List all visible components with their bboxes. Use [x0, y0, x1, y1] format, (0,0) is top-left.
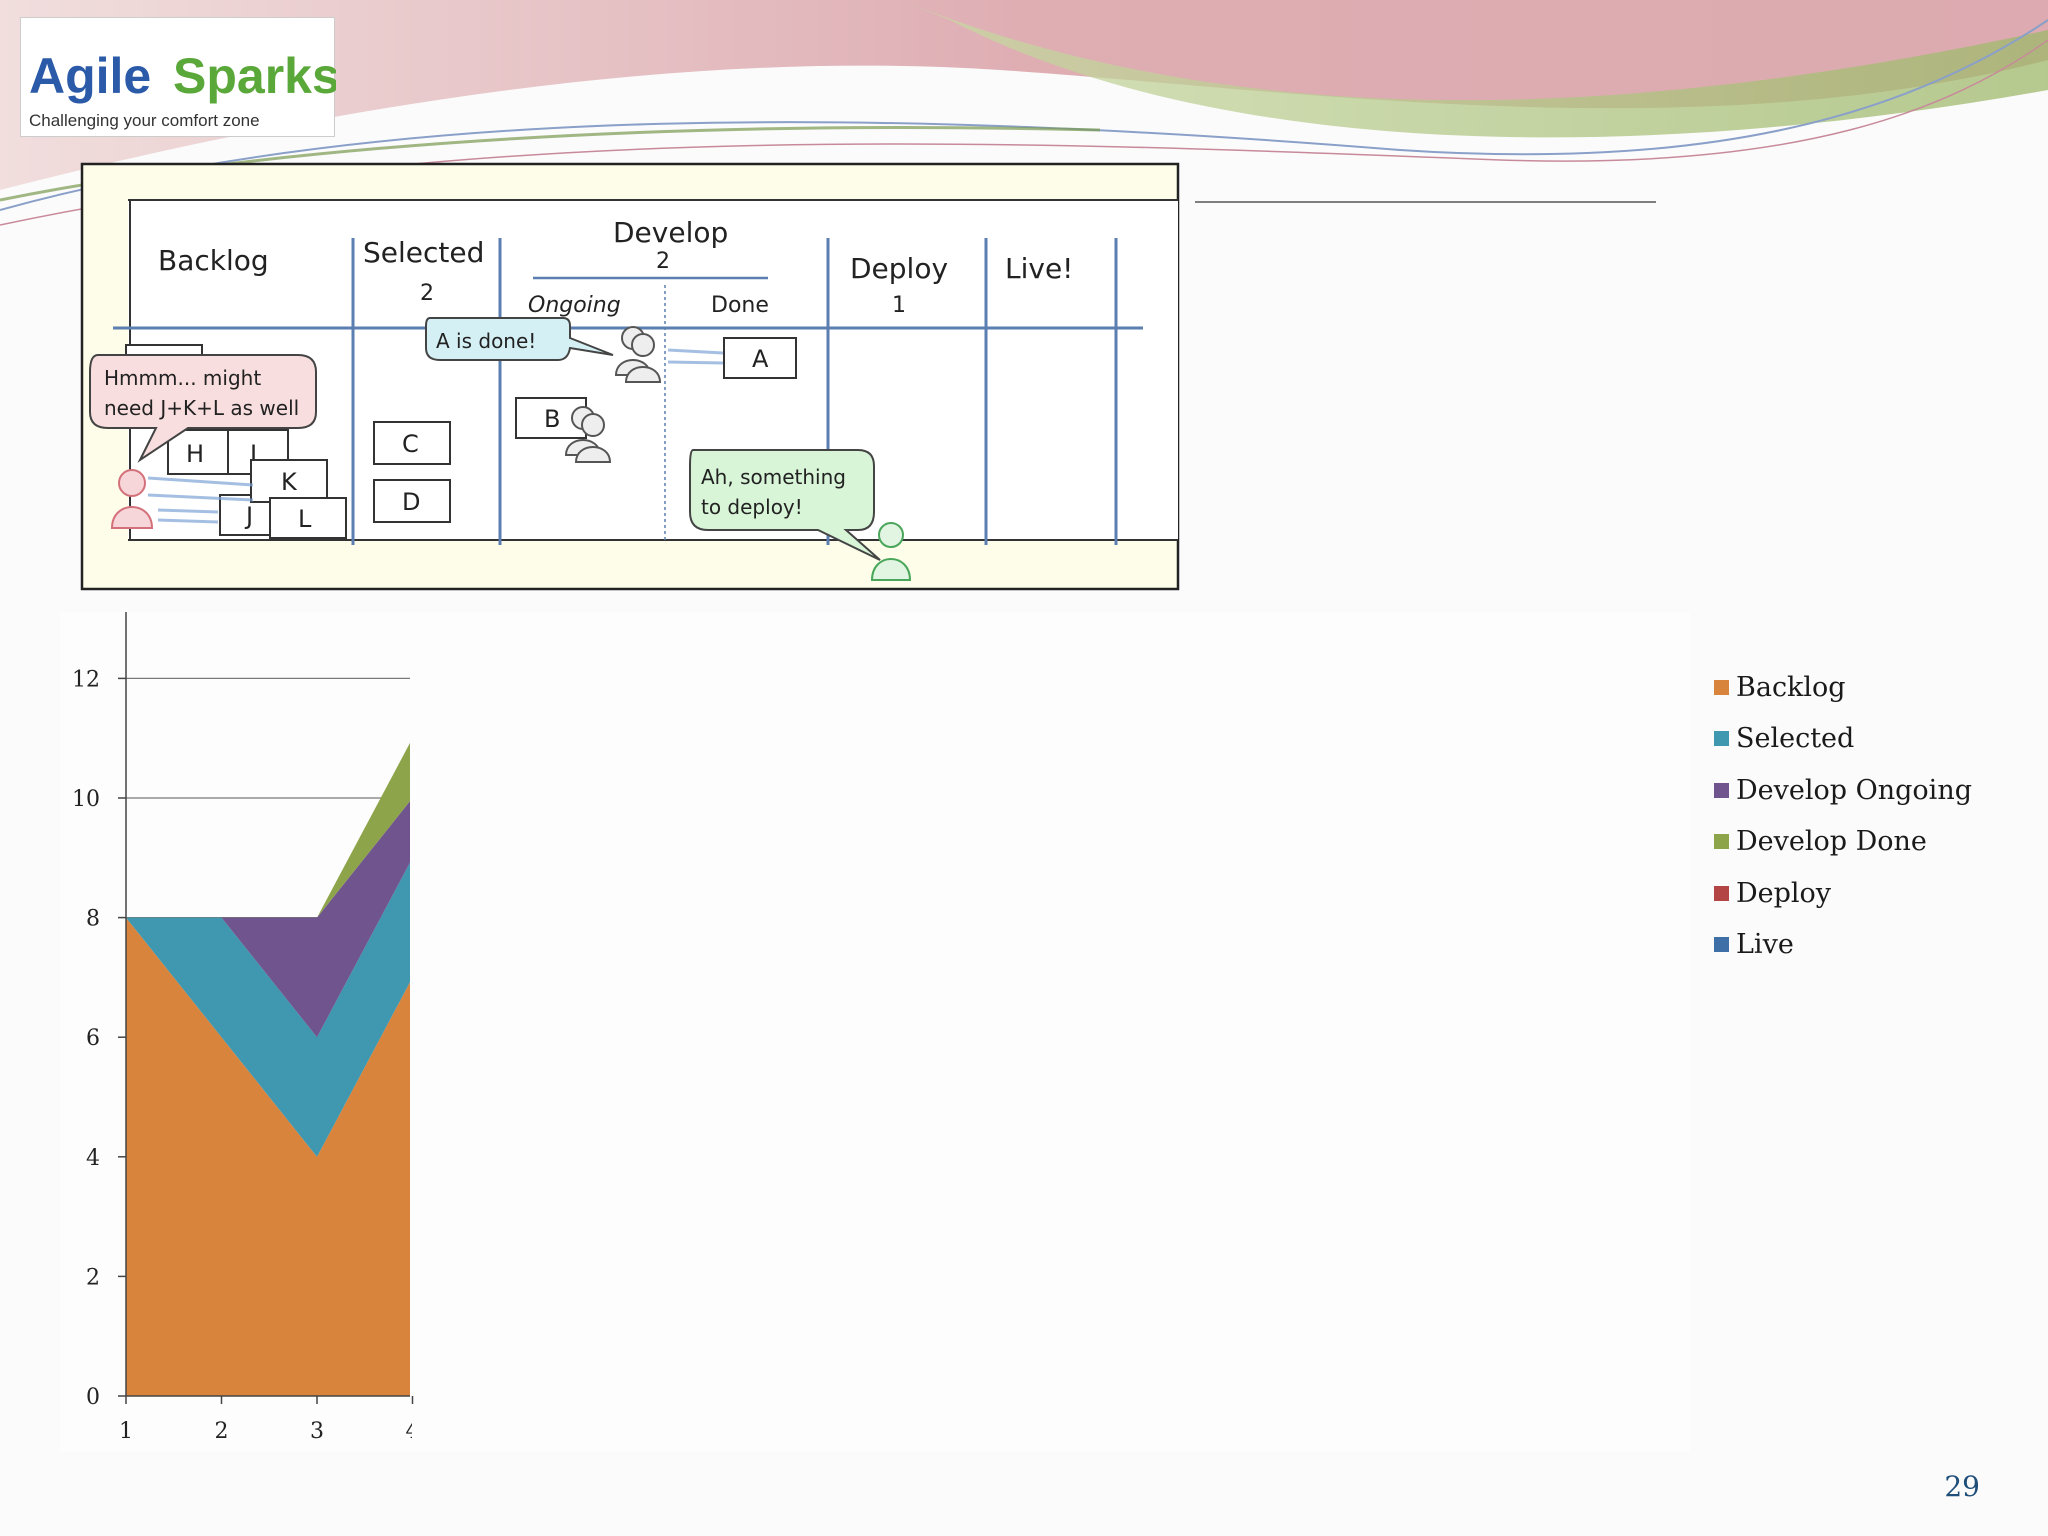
card-k-label: K [281, 468, 298, 496]
card-h-label: H [186, 440, 204, 468]
card-a-label: A [752, 345, 769, 373]
subcolumn-done-header: Done [711, 293, 769, 318]
legend-item-backlog: Backlog [1714, 672, 1846, 702]
x-tick-label-1: 1 [119, 1419, 133, 1444]
y-tick-label-4: 4 [86, 1146, 100, 1171]
logo-brand-sparks: Sparks [173, 48, 336, 104]
legend-label: Backlog [1736, 672, 1846, 703]
bubble-a-done-text: A is done! [436, 329, 536, 353]
card-l-label: L [298, 505, 312, 533]
legend-item-selected: Selected [1714, 723, 1854, 753]
y-tick-label-10: 10 [72, 787, 100, 812]
card-d-label: D [402, 488, 420, 516]
column-selected-header: Selected [363, 236, 484, 269]
legend-swatch [1714, 783, 1729, 798]
card-b-label: B [544, 405, 560, 433]
legend-swatch [1714, 680, 1729, 695]
bubble-hmmm-line1: Hmmm... might [104, 366, 261, 390]
legend-swatch [1714, 731, 1729, 746]
column-develop-limit: 2 [656, 249, 670, 274]
legend-item-develop-ongoing: Develop Ongoing [1714, 775, 1972, 805]
agile-sparks-logo: Agile Sparks Challenging your comfort zo… [20, 17, 335, 137]
y-tick-label-6: 6 [86, 1026, 100, 1051]
legend-label: Deploy [1736, 878, 1831, 909]
legend-label: Selected [1736, 723, 1854, 754]
legend-item-develop-done: Develop Done [1714, 826, 1927, 856]
column-deploy-header: Deploy [850, 252, 948, 285]
column-live-header: Live! [1005, 252, 1073, 285]
legend-swatch [1714, 937, 1729, 952]
y-tick-label-2: 2 [86, 1265, 100, 1290]
y-tick-label-8: 8 [86, 907, 100, 932]
column-backlog-header: Backlog [158, 244, 269, 277]
column-deploy-limit: 1 [892, 293, 906, 318]
bubble-deploy-line2: to deploy! [701, 495, 803, 519]
column-develop-header: Develop [613, 216, 728, 249]
y-tick-label-0: 0 [86, 1385, 100, 1410]
bubble-deploy-line1: Ah, something [701, 465, 846, 489]
chart-panel: 0246810121234 [60, 612, 1690, 1452]
logo-brand-agile: Agile [29, 48, 151, 104]
legend-label: Develop Ongoing [1736, 775, 1972, 806]
y-tick-label-12: 12 [72, 667, 100, 692]
cumulative-flow-chart: 0246810121234 [60, 612, 1690, 1452]
subcolumn-ongoing-header: Ongoing [528, 293, 621, 318]
x-tick-label-3: 3 [310, 1419, 324, 1444]
legend-label: Develop Done [1736, 826, 1927, 857]
kanban-board-illustration: Backlog Selected 2 Develop 2 Ongoing Don… [68, 150, 1193, 598]
x-tick-label-2: 2 [215, 1419, 229, 1444]
legend-label: Live [1736, 929, 1794, 960]
legend-swatch [1714, 886, 1729, 901]
card-c-label: C [402, 430, 419, 458]
legend-item-live: Live [1714, 929, 1794, 959]
bubble-hmmm-line2: need J+K+L as well [104, 396, 299, 420]
card-j-label: J [244, 502, 253, 530]
logo-tagline: Challenging your comfort zone [29, 111, 260, 130]
legend-swatch [1714, 834, 1729, 849]
page-number: 29 [1900, 1470, 1980, 1503]
legend-item-deploy: Deploy [1714, 878, 1831, 908]
column-selected-limit: 2 [420, 281, 434, 306]
